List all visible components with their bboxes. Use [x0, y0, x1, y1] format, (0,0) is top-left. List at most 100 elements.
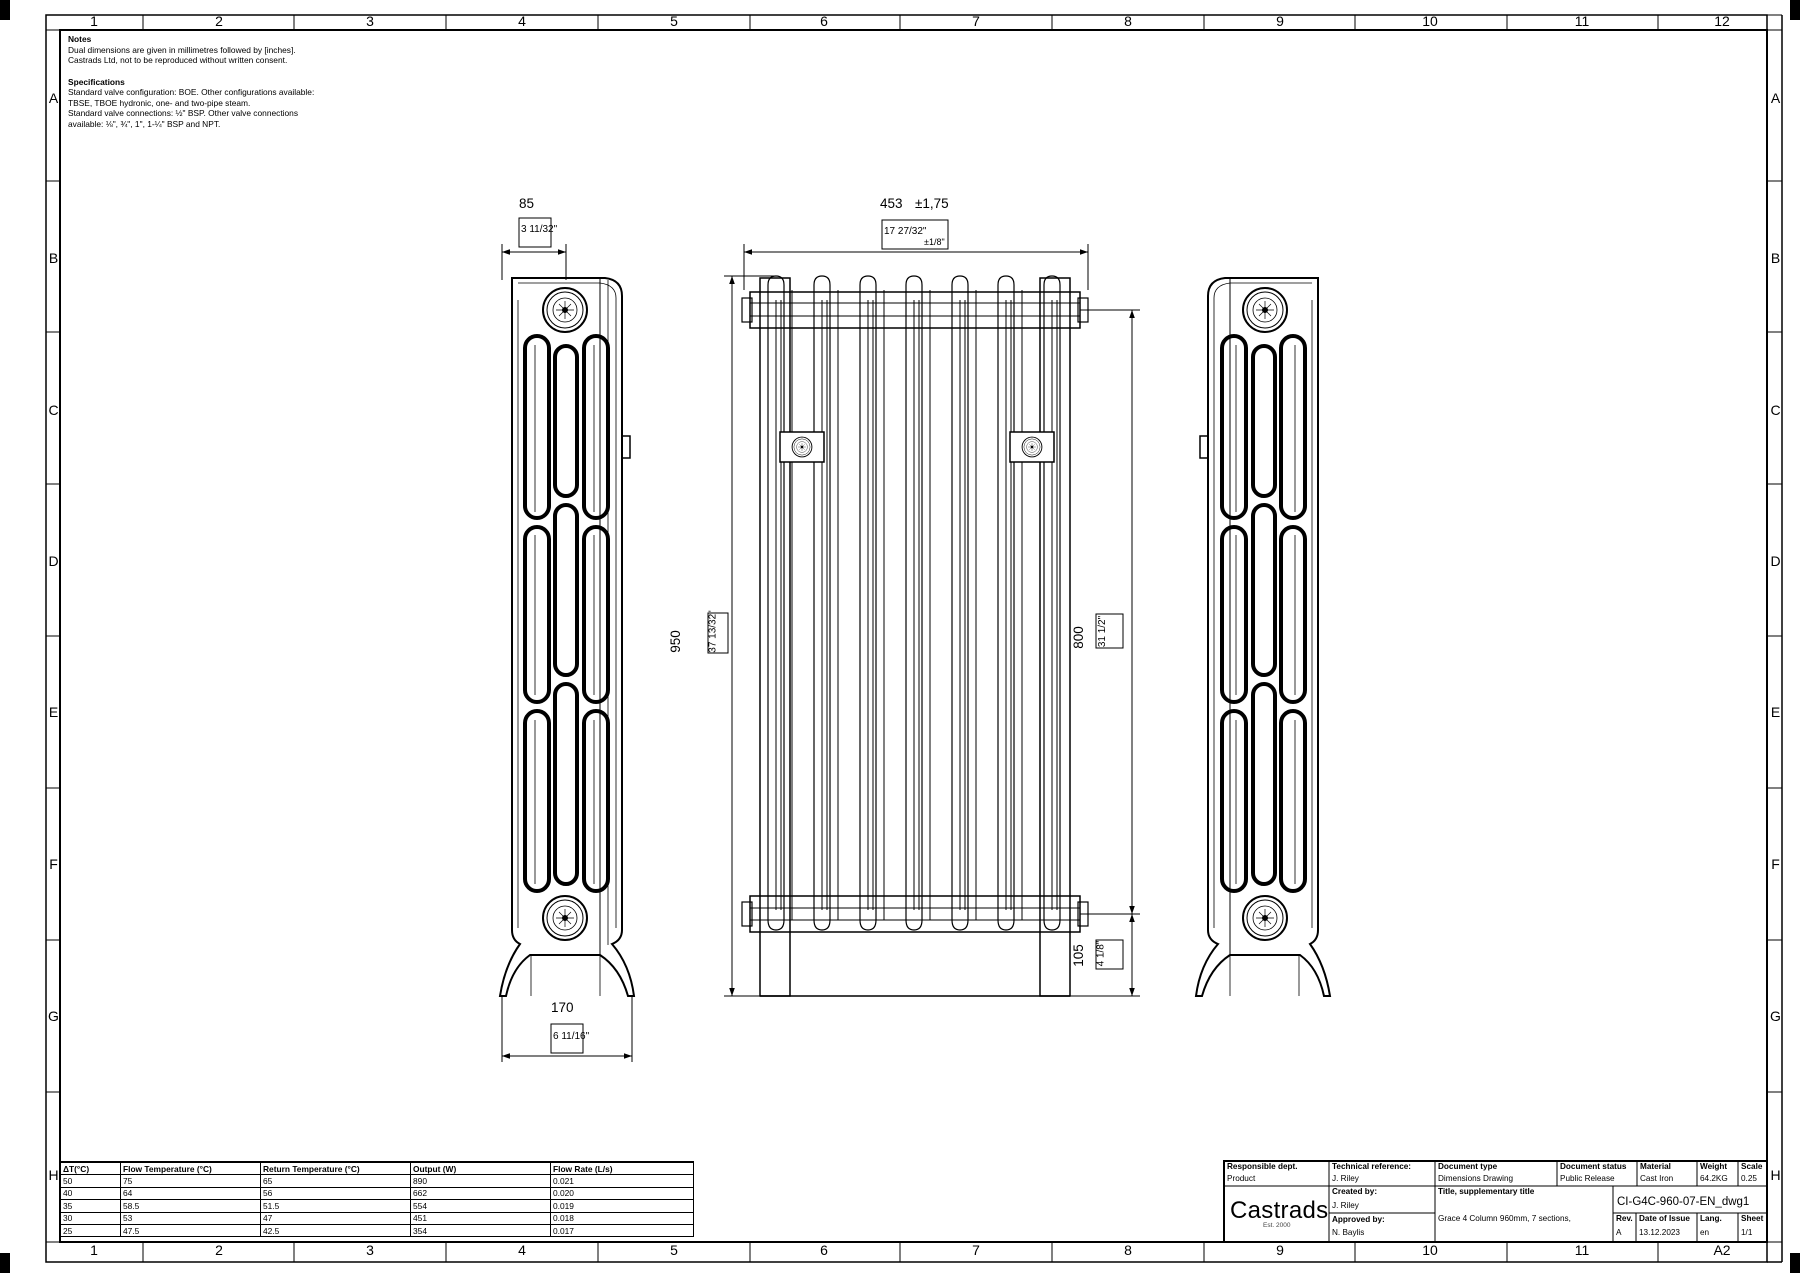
grid-col-3: 3: [366, 13, 374, 29]
notes-line: Dual dimensions are given in millimetres…: [68, 44, 296, 55]
grid-col-6-bottom: 6: [820, 1242, 828, 1258]
right-side-view: [1194, 277, 1332, 997]
grid-col-10: 10: [1422, 13, 1438, 29]
front-view: [741, 275, 1089, 997]
grid-col-5-bottom: 5: [670, 1242, 678, 1258]
table-row: 35 58.5 51.5 554 0.019: [60, 1199, 694, 1213]
depth-in-label: 3 11/32": [521, 224, 558, 235]
date-label: Date of Issue: [1639, 1214, 1690, 1223]
performance-table: ΔT(°C) Flow Temperature (°C) Return Temp…: [60, 1161, 694, 1238]
document-status-label: Document status: [1560, 1162, 1627, 1171]
floor-in-label: 4 1/8": [1095, 940, 1107, 967]
grid-row-c-right: C: [1770, 402, 1781, 418]
grid-row-b: B: [48, 250, 59, 266]
material-label: Material: [1640, 1162, 1671, 1171]
foot-in-label: 6 11/16": [553, 1031, 590, 1042]
grid-col-3-bottom: 3: [366, 1242, 374, 1258]
table-cell: 75: [120, 1174, 261, 1188]
grid-col-9-bottom: 9: [1276, 1242, 1284, 1258]
grid-row-h-right: H: [1770, 1167, 1781, 1183]
rev-value: A: [1616, 1228, 1622, 1237]
approved-by-label: Approved by:: [1332, 1215, 1385, 1224]
width-tol-in-label: ±1/8": [924, 237, 945, 247]
grid-col-8: 8: [1124, 13, 1132, 29]
foot-mm-label: 170: [551, 1000, 574, 1015]
centres-mm-label: 800: [1070, 626, 1086, 649]
floor-mm-label: 105: [1070, 944, 1086, 967]
specifications-line: TBSE, TBOE hydronic, one- and two-pipe s…: [68, 97, 251, 108]
notes-line: Castrads Ltd, not to be reproduced witho…: [68, 55, 288, 65]
document-type-value: Dimensions Drawing: [1438, 1174, 1514, 1183]
grid-row-a: A: [48, 90, 59, 106]
table-cell: 554: [410, 1199, 551, 1213]
table-cell: 50: [60, 1174, 121, 1188]
grid-row-c: C: [48, 402, 59, 418]
scale-value: 0.25: [1741, 1174, 1757, 1183]
table-cell: 0.019: [550, 1199, 694, 1213]
grid-col-11: 11: [1574, 13, 1590, 29]
table-cell: 662: [410, 1186, 551, 1201]
grid-col-1-bottom: 1: [90, 1242, 98, 1258]
table-cell: 47: [260, 1211, 411, 1225]
title-label: Title, supplementary title: [1438, 1187, 1535, 1196]
grid-col-8-bottom: 8: [1124, 1242, 1132, 1258]
grid-col-7-bottom: 7: [972, 1242, 980, 1258]
table-row: 25 47.5 42.5 354 0.017: [60, 1223, 694, 1238]
centres-in-label: 31 1/2": [1097, 615, 1109, 648]
created-by-value: J. Riley: [1332, 1201, 1359, 1210]
notes-block: Notes Dual dimensions are given in milli…: [68, 34, 398, 129]
lang-value: en: [1700, 1228, 1710, 1237]
grid-row-a-right: A: [1770, 90, 1781, 106]
scale-label: Scale: [1741, 1162, 1763, 1171]
depth-mm-label: 85: [519, 196, 535, 211]
table-cell: 64: [120, 1186, 261, 1201]
table-cell: 0.021: [550, 1174, 694, 1188]
table-cell: 42.5: [260, 1223, 411, 1238]
table-header: Flow Rate (L/s): [550, 1161, 694, 1176]
grid-col-11-bottom: 11: [1574, 1242, 1590, 1258]
document-status-value: Public Release: [1560, 1174, 1615, 1183]
table-cell: 890: [410, 1174, 551, 1188]
width-in-label: 17 27/32": [884, 226, 927, 237]
grid-col-1: 1: [90, 13, 98, 29]
grid-row-h: H: [48, 1167, 59, 1183]
table-header: ΔT(°C): [60, 1161, 121, 1176]
width-tol-label: ±1,75: [915, 196, 949, 211]
table-header: Return Temperature (°C): [260, 1161, 411, 1176]
table-cell: 35: [60, 1199, 121, 1213]
table-cell: 354: [410, 1223, 551, 1238]
technical-reference-value: J. Riley: [1332, 1174, 1359, 1183]
created-by-label: Created by:: [1332, 1187, 1378, 1196]
grid-col-2: 2: [215, 13, 223, 29]
table-cell: 51.5: [260, 1199, 411, 1213]
table-cell: 40: [60, 1186, 121, 1201]
specifications-line: Standard valve configuration: BOE. Other…: [68, 87, 315, 97]
specifications-line: Standard valve connections: ½" BSP. Othe…: [68, 108, 299, 118]
document-number: CI-G4C-960-07-EN_dwg1: [1617, 1196, 1750, 1208]
technical-reference-label: Technical reference:: [1332, 1162, 1412, 1171]
specifications-heading: Specifications: [68, 76, 125, 87]
grid-col-12: 12: [1714, 13, 1730, 29]
table-cell: 30: [60, 1211, 121, 1225]
weight-label: Weight: [1700, 1162, 1728, 1171]
width-mm-label: 453: [880, 196, 903, 211]
table-cell: 53: [120, 1211, 261, 1225]
approved-by-value: N. Baylis: [1332, 1228, 1365, 1237]
notes-heading: Notes: [68, 34, 92, 44]
table-header: Flow Temperature (°C): [120, 1161, 261, 1176]
grid-row-b-right: B: [1770, 250, 1781, 266]
date-value: 13.12.2023: [1639, 1228, 1680, 1237]
grid-row-e: E: [48, 704, 59, 720]
grid-col-10-bottom: 10: [1422, 1242, 1438, 1258]
grid-row-e-right: E: [1770, 704, 1781, 720]
sheet-label: Sheet: [1741, 1214, 1764, 1223]
grid-col-9: 9: [1276, 13, 1284, 29]
grid-col-2-bottom: 2: [215, 1242, 223, 1258]
dimension-lines: [501, 217, 1140, 1062]
left-side-view: [498, 277, 636, 997]
responsible-dept-label: Responsible dept.: [1227, 1162, 1298, 1171]
table-cell: 65: [260, 1174, 411, 1188]
title-block-frame: [1223, 1160, 1768, 1243]
grid-row-f: F: [49, 856, 58, 872]
